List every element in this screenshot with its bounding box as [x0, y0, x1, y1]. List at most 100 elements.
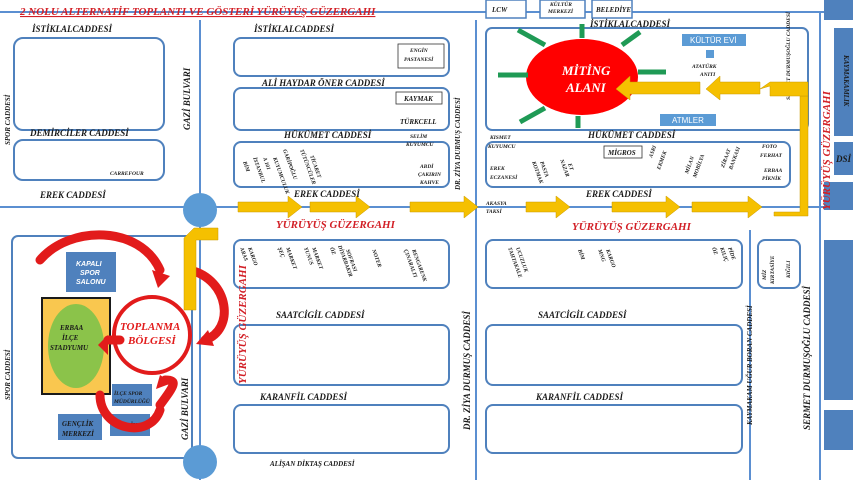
map-title: 2 NOLU ALTERNATİF TOPLANTI VE GÖSTERİ YÜ…	[19, 5, 376, 18]
svg-text:KILIÇ: KILIÇ	[718, 246, 729, 263]
carrefour-label: CARREFOUR	[110, 171, 144, 177]
genclik-box	[58, 414, 102, 440]
svg-text:ECZANESİ: ECZANESİ	[489, 173, 518, 181]
street-sermet-top: SERMET DURMUŞOĞLU CADDESİ	[784, 11, 792, 100]
route-label-2: YÜRÜYÜŞ GÜZERGAHI	[572, 220, 692, 233]
blocks	[11, 27, 809, 459]
top-strip-boxes	[485, 0, 633, 19]
engin-label-1: ENGİN	[409, 46, 429, 54]
ilce-spor-2: MÜDÜRLÜĞÜ	[113, 397, 151, 405]
kapali-2: SPOR	[80, 270, 100, 277]
selim-label-2: KUYUMCU	[405, 142, 435, 148]
svg-text:BİM: BİM	[576, 247, 588, 262]
street-ziya-top: DR. ZİYA DURMUŞ CADDESİ	[454, 97, 462, 191]
street-saatcigil-right: SAATCİGİL CADDESİ	[538, 310, 627, 320]
akasya-2: TAKSİ	[486, 207, 502, 215]
street-kaymakam: KAYMAKAM UĞUR BORAN CADDESİ	[746, 305, 754, 426]
street-saatcigil-mid: SAATCİGİL CADDESİ	[276, 310, 365, 320]
svg-text:EREK: EREK	[489, 166, 505, 172]
roundabout-bottom	[183, 445, 217, 479]
street-erek-mid: EREK CADDESİ	[293, 189, 360, 199]
kultur-merkezi-label-1: KÜLTÜR	[549, 1, 572, 8]
roundabout-top	[183, 193, 217, 227]
street-karanfil-mid: KARANFİL CADDESİ	[259, 392, 347, 402]
route-label-left-vertical: YÜRÜYÜŞ GÜZERGAHI	[236, 264, 249, 384]
svg-text:A 101: A 101	[261, 156, 272, 171]
ataturk-label-2: ANITI	[699, 72, 716, 78]
lcw-label: LCW	[491, 6, 508, 14]
toplanma-label-1: TOPLANMA	[120, 321, 180, 333]
toplanma-label-2: BÖLGESİ	[127, 334, 176, 347]
svg-text:BİM: BİM	[241, 159, 253, 174]
toplanma-bolgesi	[112, 295, 192, 375]
stadyum-1: ERBAA	[59, 324, 84, 332]
street-erek-right: EREK CADDESİ	[585, 189, 652, 199]
svg-text:ŞEÇ: ŞEÇ	[276, 247, 285, 259]
kapali-3: SALONU	[76, 279, 107, 286]
genclik-1: GENÇLİK	[62, 420, 94, 428]
engin-pastanesi-box	[397, 43, 445, 69]
kirtasiye-2: KIRTASİYE	[768, 255, 776, 285]
svg-text:PASTA: PASTA	[538, 161, 549, 179]
foto-ferhat-2: FERHAT	[760, 153, 783, 159]
kaymakamlik-label: KAYMAKAMLIK	[842, 54, 850, 108]
street-ali-haydar: ALİ HAYDAR ÖNER CADDESİ	[261, 78, 385, 88]
street-istiklal-mid: İSTİKLALCADDESİ	[253, 24, 335, 34]
stadyum-2: İLÇE	[61, 334, 79, 342]
miting-rays	[498, 24, 666, 128]
street-demirciler: DEMİRCİLER CADDESİ	[29, 128, 129, 138]
abdi-label-3: KAHVE	[419, 180, 439, 186]
akasya-1: AKASYA	[485, 201, 507, 207]
abdi-label-1: ABDİ	[419, 162, 434, 170]
street-sermet-bottom: SERMET DURMUŞOĞLU CADDESİ	[802, 285, 812, 430]
right-sidebar	[824, 0, 853, 450]
kaymak-box	[395, 91, 443, 105]
kultur-merkezi-label-2: MERKEZİ	[547, 7, 574, 15]
route-yellow	[183, 75, 809, 311]
svg-text:ÖZ: ÖZ	[328, 246, 337, 256]
street-gazi-bottom: GAZİ BULVARI	[180, 377, 190, 440]
svg-text:ASRI: ASRI	[648, 144, 659, 160]
belediye-label: BELEDİYE	[595, 6, 631, 14]
kultur-evi-label: KÜLTÜR EVİ	[690, 36, 737, 45]
atmler-label: ATMLER	[672, 116, 704, 125]
route-label-right-vertical: YÜRÜYÜŞ GÜZERGAHI	[820, 90, 833, 210]
abdi-label-2: ÇAKIRIN	[418, 172, 442, 178]
dsi-label: DSİ	[835, 154, 852, 164]
miting-alani	[526, 39, 638, 115]
selim-label-1: SELİM	[410, 132, 428, 140]
kismet-label-2: KUYUMCU	[487, 144, 517, 150]
migros-box	[603, 145, 643, 159]
street-spor-top: SPOR CADDESİ	[4, 94, 12, 145]
foto-ferhat-1: FOTO	[762, 144, 777, 150]
turkcell-label: TÜRKCELL	[400, 118, 437, 126]
ataturk-statue	[706, 50, 714, 58]
kaymak-label: KAYMAK	[403, 95, 434, 103]
route-label-1: YÜRÜYÜŞ GÜZERGAHI	[276, 218, 396, 231]
erbaa-piknik-2: PİKNİK	[762, 174, 781, 182]
kapali-1: KAPALI	[76, 261, 103, 268]
street-gazi-top: GAZİ BULVARI	[182, 67, 192, 130]
svg-text:MNG: MNG	[596, 248, 606, 263]
atmler-box	[660, 114, 716, 126]
street-erek-left: EREK CADDESİ	[39, 190, 106, 200]
erbaa-piknik-1: ERBAA	[763, 168, 783, 174]
genclik-2: MERKEZİ	[61, 430, 94, 438]
street-hukumet-mid: HÜKÜMET CADDESİ	[283, 130, 372, 140]
kultur-evi-box	[682, 34, 746, 46]
svg-text:ÖZ: ÖZ	[710, 246, 719, 256]
miting-label-2: ALANI	[565, 80, 607, 95]
kirtasiye-1: MİZ	[760, 269, 768, 281]
stadium-field	[48, 304, 104, 388]
street-karanfil-right: KARANFİL CADDESİ	[535, 392, 623, 402]
engin-label-2: PASTANESİ	[404, 55, 434, 63]
kismet-label-1: KISMET	[489, 135, 511, 141]
ilce-spor-1: İLÇE SPOR	[113, 389, 143, 397]
street-spor-bottom: SPOR CADDESİ	[4, 349, 12, 400]
street-istiklal-left: İSTİKLALCADDESİ	[31, 24, 113, 34]
svg-text:YUNUS: YUNUS	[302, 247, 314, 266]
assembly-arrows	[35, 230, 229, 433]
street-istiklal-right: İSTİKLALCADDESİ	[589, 19, 671, 29]
street-hukumet-right: HÜKÜMET CADDESİ	[587, 130, 676, 140]
street-ziya-bottom: DR. ZİYA DURMUŞ CADDESİ	[462, 311, 472, 431]
